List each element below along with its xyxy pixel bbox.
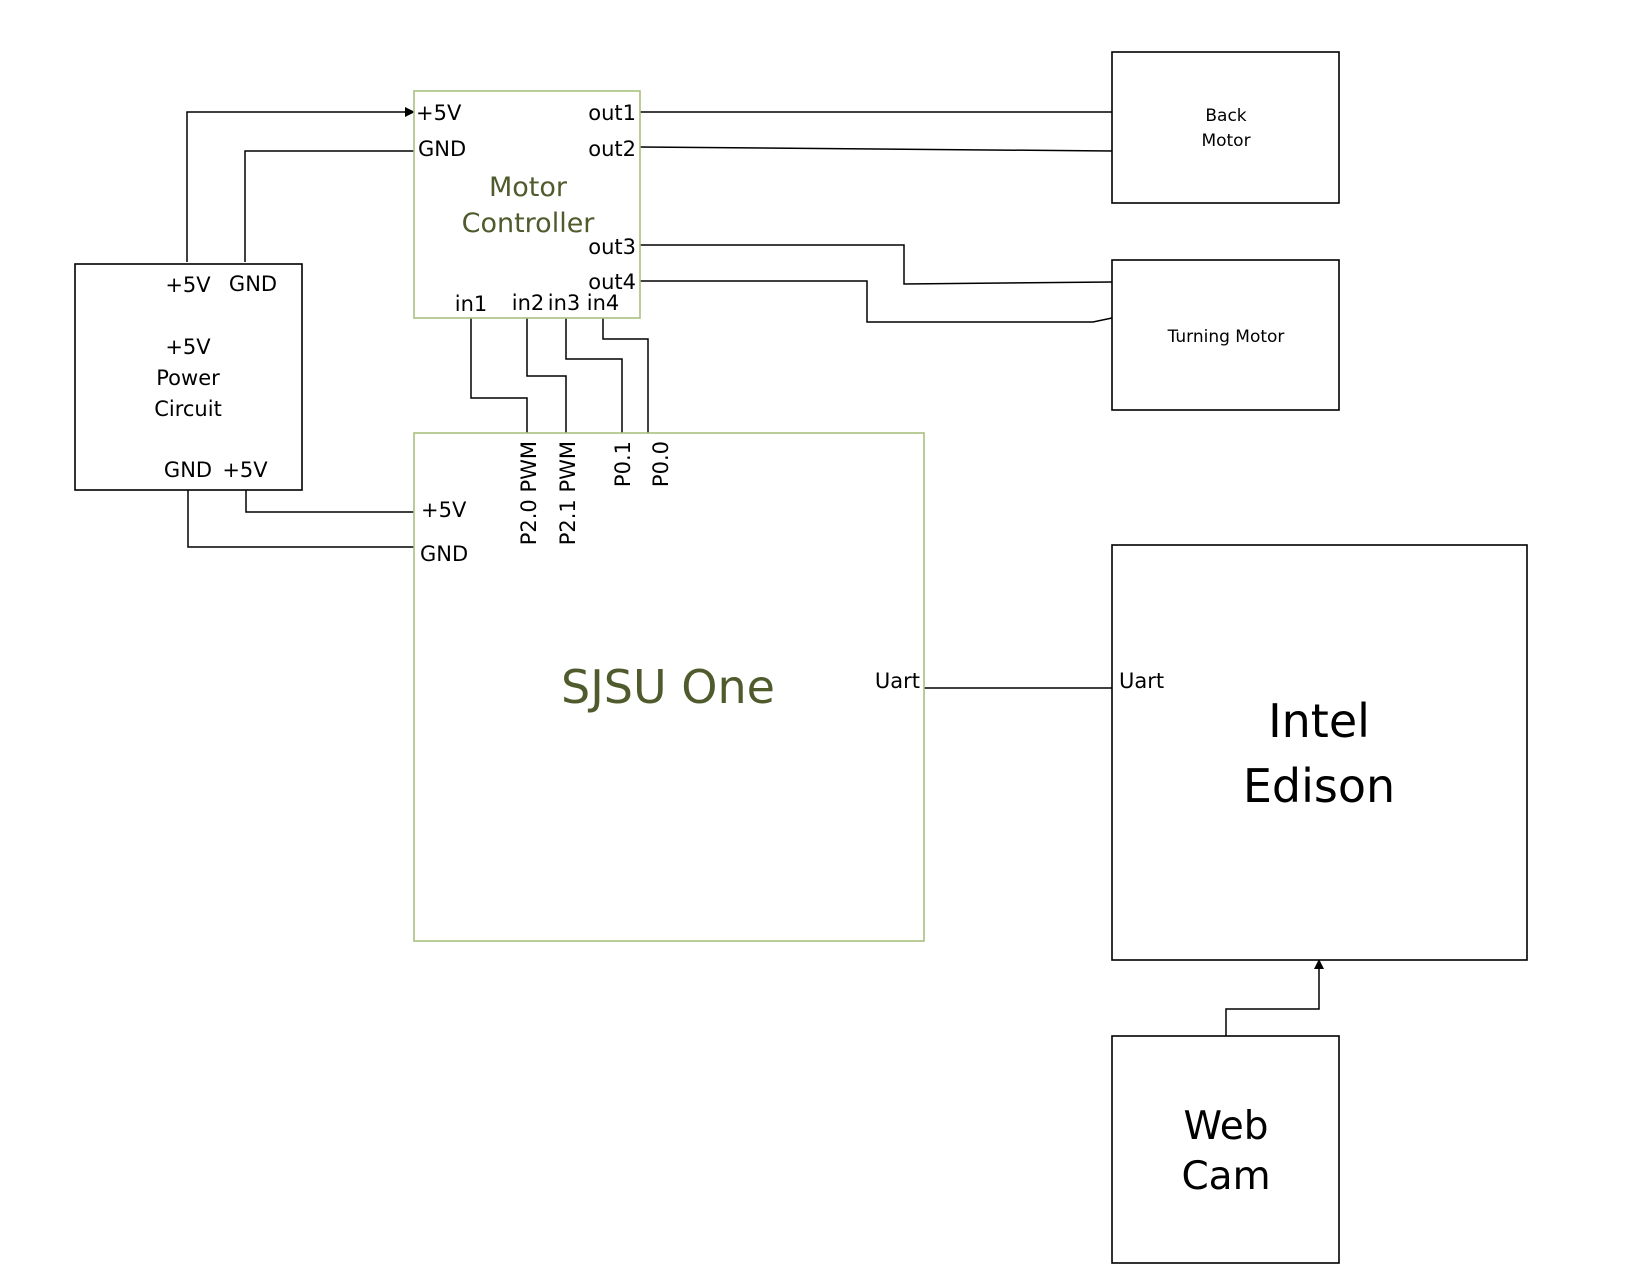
turning-motor-box [1111, 259, 1340, 411]
web-cam-title-line-2: Cam [1181, 1154, 1270, 1199]
web-cam-box [1111, 1035, 1340, 1264]
sjsu-one-pin-p21-pwm: P2.1 PWM [556, 441, 580, 545]
wire-out4-to-turning-motor [640, 280, 1113, 323]
motor-controller-pin-in4: in4 [587, 291, 620, 315]
sjsu-one-block: SJSU One P2.0 PWM P2.1 PWM P0.1 P0.0 +5V… [413, 432, 925, 942]
power-circuit-title-line-1: +5V [165, 335, 211, 359]
back-motor-block: Back Motor [1111, 51, 1340, 204]
power-circuit-pin-gnd-top: GND [229, 272, 277, 296]
power-circuit-title-line-3: Circuit [154, 397, 222, 421]
motor-controller-pin-in1: in1 [455, 292, 488, 316]
wire-power-5v-to-mc [186, 107, 415, 262]
wire-power-gnd-to-sjsu [187, 486, 414, 548]
intel-edison-box [1111, 544, 1528, 961]
back-motor-title-line-2: Motor [1201, 131, 1250, 151]
intel-edison-pin-uart: Uart [1119, 669, 1164, 693]
wire-in4-to-p00 [602, 316, 649, 433]
power-circuit-title-line-2: Power [156, 366, 220, 390]
power-circuit-box [74, 263, 303, 491]
wire-in2-to-p21 [526, 316, 567, 433]
wire-out2-to-back-motor [639, 146, 1113, 152]
motor-controller-pin-gnd: GND [418, 137, 466, 161]
power-circuit-pin-gnd-bottom: GND [164, 458, 212, 482]
motor-controller-box [413, 90, 641, 319]
sjsu-one-pin-5v: +5V [421, 498, 467, 522]
sjsu-one-pin-gnd: GND [420, 542, 468, 566]
back-motor-title-line-1: Back [1205, 106, 1246, 126]
web-cam-block: Web Cam [1111, 1035, 1340, 1264]
motor-controller-pin-in2: in2 [512, 291, 545, 315]
sjsu-one-pin-p00: P0.0 [649, 441, 673, 487]
motor-controller-pin-out2: out2 [588, 137, 636, 161]
web-cam-title-line-1: Web [1183, 1104, 1268, 1149]
intel-edison-block: Intel Edison Uart [1111, 544, 1528, 961]
power-circuit-pin-5v-top: +5V [165, 273, 211, 297]
intel-edison-title-line-1: Intel [1268, 694, 1370, 748]
wires [186, 107, 1324, 1036]
turning-motor-title: Turning Motor [1167, 327, 1285, 347]
turning-motor-block: Turning Motor [1111, 259, 1340, 411]
sjsu-one-pin-p01: P0.1 [611, 441, 635, 487]
motor-controller-block: Motor Controller +5V GND out1 out2 out3 … [413, 90, 641, 319]
back-motor-box [1111, 51, 1340, 204]
motor-controller-title-line-1: Motor [489, 172, 568, 203]
power-circuit-pin-5v-bottom: +5V [222, 458, 268, 482]
sjsu-one-box [413, 432, 925, 942]
motor-controller-title-line-2: Controller [462, 208, 596, 239]
motor-controller-pin-out4: out4 [588, 270, 636, 294]
sjsu-one-pin-p20-pwm: P2.0 PWM [517, 441, 541, 545]
wire-power-gnd-to-mc [244, 150, 414, 262]
wire-out3-to-turning-motor [640, 244, 1113, 285]
wire-power-5v-to-sjsu [245, 486, 414, 513]
wire-webcam-to-edison [1225, 959, 1324, 1036]
wire-in1-to-p20 [470, 316, 528, 433]
motor-controller-pin-5v: +5V [416, 101, 462, 125]
motor-controller-pin-out3: out3 [588, 235, 636, 259]
power-circuit-block: +5V Power Circuit +5V GND GND +5V [74, 263, 303, 491]
intel-edison-title-line-2: Edison [1243, 759, 1395, 813]
motor-controller-pin-in3: in3 [548, 291, 581, 315]
motor-controller-pin-out1: out1 [588, 101, 636, 125]
sjsu-one-title: SJSU One [561, 660, 775, 714]
wire-in3-to-p01 [565, 316, 623, 433]
sjsu-one-pin-uart: Uart [875, 669, 920, 693]
